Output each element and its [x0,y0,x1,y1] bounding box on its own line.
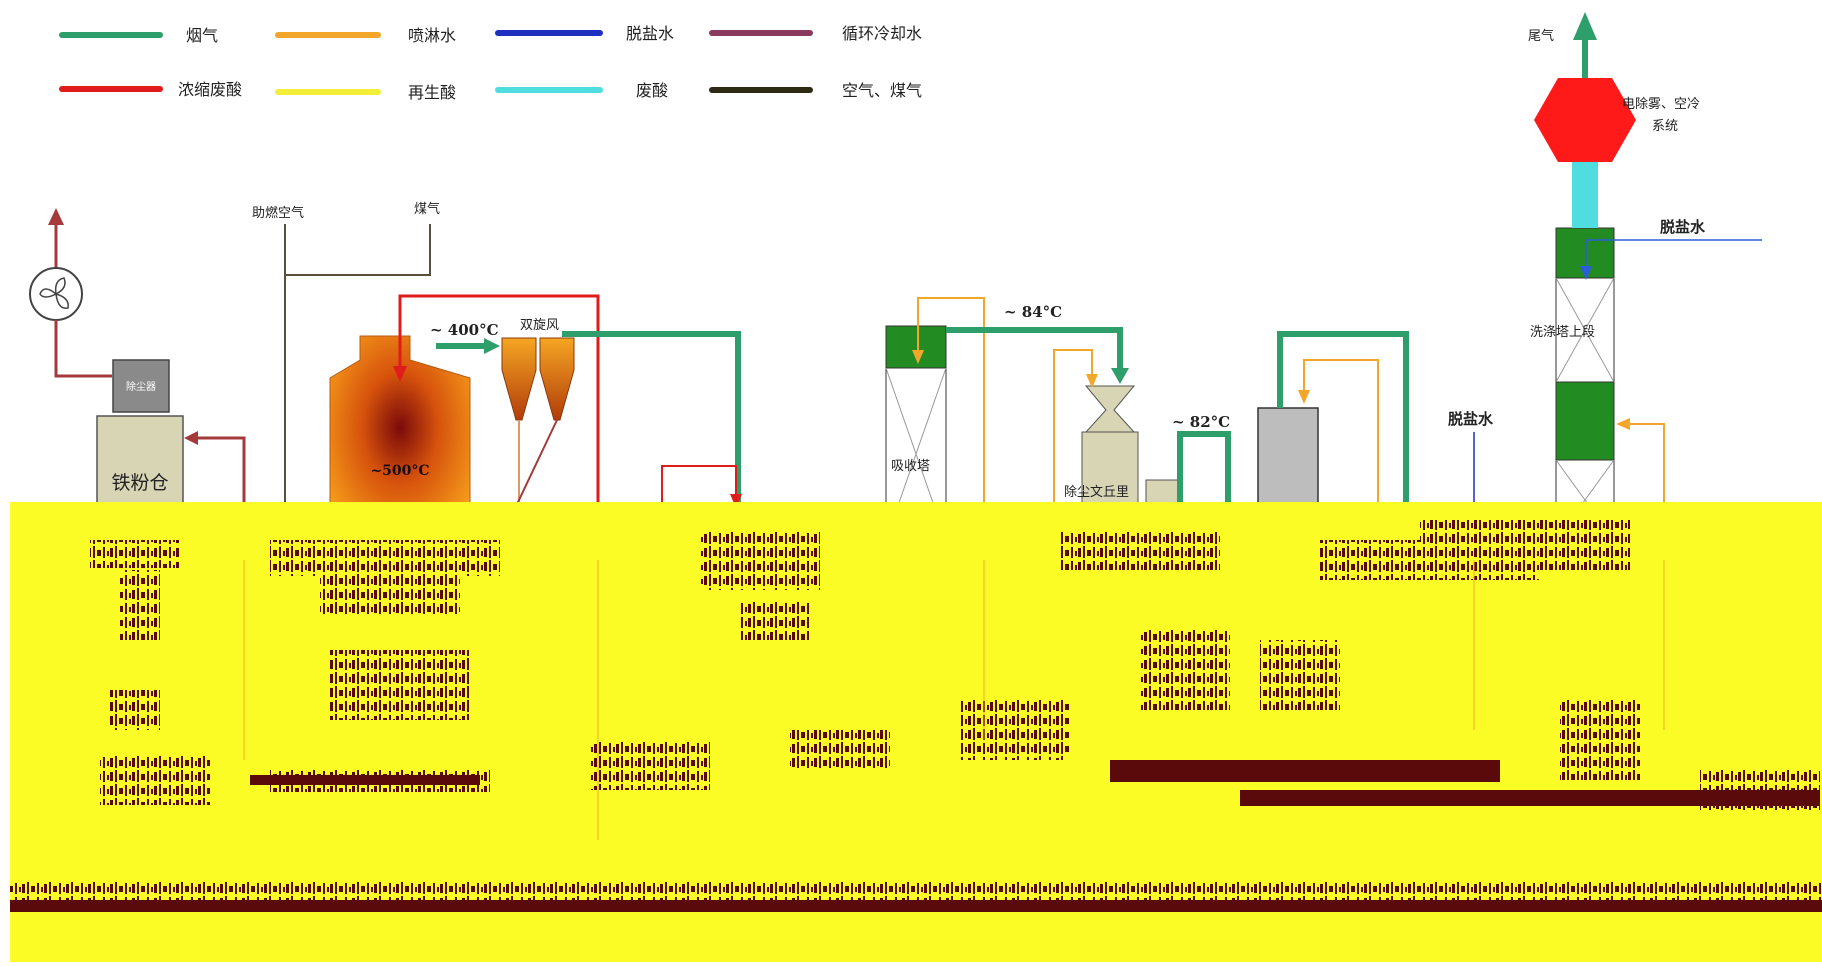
desalted-water-top-line [1585,239,1762,272]
absorber-label: 吸收塔 [891,459,930,474]
legend-label-spray-water: 喷淋水 [408,26,456,45]
absorber-spray-arrow [912,350,924,364]
legend-label-air-gas: 空气、煤气 [842,81,922,100]
fan-exhaust-arrow [48,208,64,225]
legend-item-regen-acid: 再生酸 [275,83,456,102]
demister-label-line2: 系统 [1652,119,1678,134]
legend-label-flue-gas: 烟气 [186,26,218,45]
legend-item-waste-acid: 废酸 [495,81,668,100]
dust-collector-label: 除尘器 [126,380,156,393]
fan-blades-icon [39,277,69,309]
legend-item-flue-gas: 烟气 [59,26,218,45]
venturi-throat [1084,385,1136,433]
absorber-spray-line [917,297,985,540]
legend-item-desalted-water: 脱盐水 [495,24,674,43]
venturi-outlet-flue [1177,431,1231,540]
legend-label-conc-waste-acid: 浓缩废酸 [178,80,242,99]
tail-gas-label: 尾气 [1528,28,1554,44]
conc-acid-feed-arrow [393,366,407,382]
legend-item-air-gas: 空气、煤气 [709,81,922,100]
twin-cyclone [499,337,575,541]
legend-label-regen-acid: 再生酸 [408,83,456,102]
wash-tower-spray-arrow [1616,418,1630,430]
venturi-spray-line [1053,349,1093,540]
legend: 烟气 喷淋水 脱盐水 循环冷却水 浓缩废酸 再生酸 废酸 空气、煤气 [59,24,922,102]
twin-cyclone-label: 双旋风 [520,318,559,333]
mid-tower-outlet-flue [1277,331,1409,540]
demister-hexagon [1534,78,1636,162]
cyclone-right [539,337,575,421]
venturi-spray-arrow [1086,374,1098,388]
legend-item-cooling-water: 循环冷却水 [709,24,922,43]
waste-acid-riser [1572,160,1598,228]
wash-upper-label: 洗涤塔上段 [1530,325,1595,340]
absorber-outlet-arrow [1111,368,1129,384]
cyclone-outlet-flue [562,331,741,510]
corrupted-overlay [10,502,1822,962]
acid-return-arrow [730,494,742,508]
temp-82-label: ~ 82°C [1172,413,1230,431]
wash-tower-spray-line [1624,423,1665,540]
cyclone-left [501,337,537,421]
absorber-outlet-flue [946,327,1123,372]
venturi-label: 除尘文丘里 [1064,485,1129,500]
legend-label-desalted-water: 脱盐水 [626,24,674,43]
demister-label-line1: 电除雾、空冷 [1622,97,1700,112]
absorber-top-section [885,325,947,369]
overlay-bottom-noise [10,880,1822,912]
tail-gas-arrow [1573,12,1597,40]
overlay-noise-blocks [90,520,1820,810]
mid-tower-spray-line [1303,359,1379,540]
legend-label-waste-acid: 废酸 [636,81,668,100]
iron-feed-arrow [184,431,198,445]
conc-acid-feed-line [398,294,600,540]
legend-item-conc-waste-acid: 浓缩废酸 [59,80,242,99]
legend-label-cooling-water: 循环冷却水 [842,24,922,43]
air-gas-lines [284,224,431,540]
wash-tower-mid-green [1555,381,1615,461]
coal-gas-label: 煤气 [414,201,440,217]
coal-gas-line [285,224,431,276]
desalted-water-top-arrow [1580,266,1592,280]
mid-tower-spray-arrow [1298,390,1310,404]
temp-400-label: ~ 400°C [430,321,499,339]
legend-item-spray-water: 喷淋水 [275,26,456,45]
dust-collector [112,359,170,413]
roaster-temp-label: ~500°C [370,463,429,479]
overlay-upper-step [888,502,1822,530]
fan-stack [29,208,112,378]
combustion-air-label: 助燃空气 [252,205,304,221]
flue-to-cyclone-arrow [484,338,500,354]
overlay-faint-lines [243,560,1665,840]
desalted-water-mid-label: 脱盐水 [1448,410,1494,428]
desalted-water-top-label: 脱盐水 [1660,218,1706,236]
fan-inlet-pipe [54,320,112,378]
iron-powder-bin-label: 铁粉仓 [111,472,168,494]
temp-84-label: ~ 84°C [1004,303,1062,321]
